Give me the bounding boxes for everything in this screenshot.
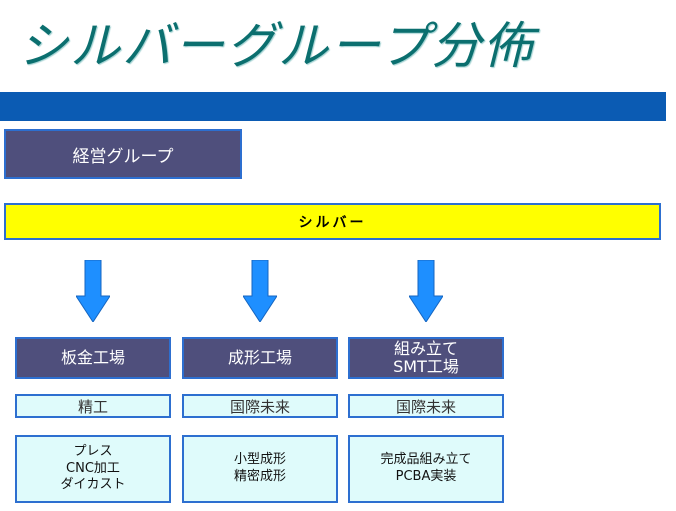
silver-bar: シルバー [4,203,661,240]
company-box-kokusai-mirai: 国際未来 [348,394,504,418]
management-group-box: 経営グループ [4,129,242,179]
company-box-seiko: 精工 [15,394,171,418]
down-arrow-icon [409,260,443,322]
process-box-sheet-metal: プレス CNC加工 ダイカスト [15,435,171,503]
down-arrow-icon [243,260,277,322]
process-box-assembly: 完成品組み立て PCBA実装 [348,435,504,503]
factory-box-sheet-metal: 板金工場 [15,337,171,379]
header-banner [0,92,666,121]
down-arrow-icon [76,260,110,322]
process-box-molding: 小型成形 精密成形 [182,435,338,503]
factory-box-molding: 成形工場 [182,337,338,379]
factory-box-assembly-smt: 組み立て SMT工場 [348,337,504,379]
page-title: シルバーグループ分佈 [18,17,535,75]
company-box-kokusai-mirai: 国際未来 [182,394,338,418]
